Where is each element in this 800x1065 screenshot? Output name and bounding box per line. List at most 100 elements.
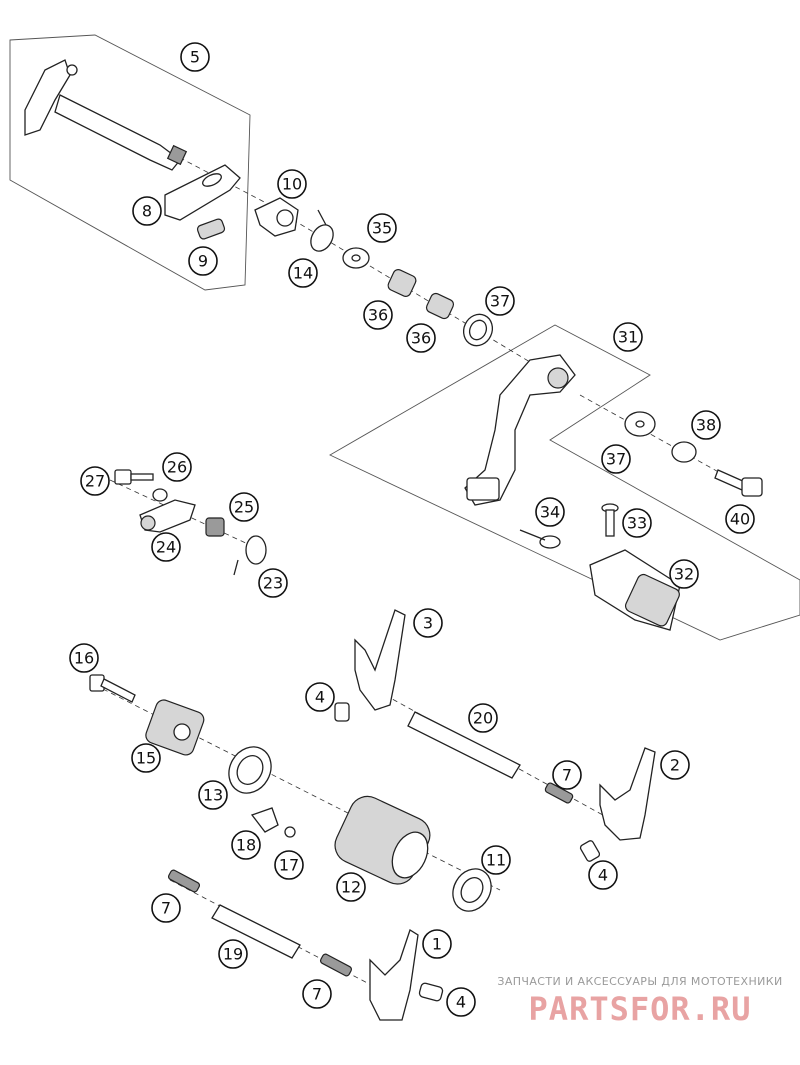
svg-text:1: 1 — [432, 935, 442, 954]
callout-17: 17 — [274, 850, 304, 880]
fork-rod-19-part — [211, 904, 301, 959]
callout-27: 27 — [80, 466, 110, 496]
callout-18: 18 — [231, 830, 261, 860]
svg-text:11: 11 — [486, 851, 506, 870]
callout-1: 1 — [422, 929, 452, 959]
spring-23-part — [233, 535, 267, 576]
watermark-logo: PARTSFOR.RU — [528, 990, 752, 1028]
callout-37: 37 — [485, 286, 515, 316]
callout-39: 38 — [691, 410, 721, 440]
svg-text:38: 38 — [696, 416, 716, 435]
svg-text:20: 20 — [473, 709, 493, 728]
svg-text:24: 24 — [156, 538, 176, 557]
callout-16: 16 — [69, 643, 99, 673]
watermark-caption: ЗАПЧАСТИ И АКСЕССУАРЫ ДЛЯ МОТОТЕХНИКИ — [497, 975, 783, 988]
detent-18-part — [250, 807, 279, 833]
svg-text:33: 33 — [627, 514, 647, 533]
callout-25: 25 — [229, 492, 259, 522]
bushing-25-part — [205, 517, 225, 537]
bolt-27-part — [114, 469, 154, 485]
svg-text:40: 40 — [730, 510, 750, 529]
callout-9: 9 — [188, 246, 218, 276]
callout-8: 8 — [132, 196, 162, 226]
washer-13-part — [228, 746, 272, 794]
callout-7c: 7 — [302, 979, 332, 1009]
callout-33: 33 — [622, 508, 652, 538]
svg-text:3: 3 — [423, 614, 433, 633]
pin-4c-part — [418, 982, 444, 1002]
detent-lever-24-part — [139, 499, 196, 533]
spring-7b-part — [167, 869, 201, 893]
seal-37-part — [462, 313, 494, 347]
shift-shaft-part — [24, 59, 188, 171]
callout-40: 40 — [725, 504, 755, 534]
callout-12: 12 — [336, 872, 366, 902]
group-box-shift-lever — [329, 324, 800, 641]
shift-tip-32-part — [589, 549, 681, 631]
group-box-shift-shaft — [9, 34, 251, 291]
svg-text:4: 4 — [315, 688, 325, 707]
callout-4c: 4 — [446, 987, 476, 1017]
callout-2: 2 — [660, 750, 690, 780]
washer-26-part — [152, 488, 168, 502]
callout-35: 35 — [367, 213, 397, 243]
shift-drum-gear-15-part — [145, 699, 205, 756]
bolt-40-part — [714, 469, 763, 497]
callout-14: 14 — [288, 258, 318, 288]
svg-text:36: 36 — [368, 306, 388, 325]
callout-36a: 36 — [363, 300, 393, 330]
svg-text:9: 9 — [198, 252, 208, 271]
svg-text:26: 26 — [167, 458, 187, 477]
svg-text:16: 16 — [74, 649, 94, 668]
callout-26: 26 — [162, 452, 192, 482]
callout-34: 34 — [535, 497, 565, 527]
svg-text:32: 32 — [674, 565, 694, 584]
svg-text:37: 37 — [490, 292, 510, 311]
svg-text:12: 12 — [341, 878, 361, 897]
svg-text:31: 31 — [618, 328, 638, 347]
svg-text:13: 13 — [203, 786, 223, 805]
washer-38-part — [624, 411, 656, 437]
shift-drum-12-part — [334, 795, 431, 885]
fork-rod-20-part — [407, 711, 521, 779]
bolt-16-part — [89, 674, 136, 703]
svg-text:23: 23 — [263, 574, 283, 593]
svg-text:4: 4 — [598, 866, 608, 885]
shift-lever-part — [464, 354, 576, 506]
callout-38: 37 — [601, 444, 631, 474]
spring-clip-part — [310, 209, 334, 252]
callout-13: 13 — [198, 780, 228, 810]
shift-fork-1-part — [369, 929, 419, 1021]
callout-36b: 36 — [406, 323, 436, 353]
svg-text:7: 7 — [312, 985, 322, 1004]
callout-4b: 4 — [588, 860, 618, 890]
svg-text:27: 27 — [85, 472, 105, 491]
lock-washer-39-part — [671, 441, 697, 463]
svg-text:7: 7 — [161, 899, 171, 918]
svg-text:34: 34 — [540, 503, 560, 522]
svg-text:19: 19 — [223, 945, 243, 964]
callout-15: 15 — [131, 743, 161, 773]
spring-7c-part — [319, 953, 353, 977]
spring-9-part — [196, 218, 226, 240]
callout-11: 11 — [481, 845, 511, 875]
callout-23: 23 — [258, 568, 288, 598]
pin-33-part — [601, 503, 619, 537]
svg-text:2: 2 — [670, 756, 680, 775]
svg-text:7: 7 — [562, 766, 572, 785]
callout-20: 20 — [468, 703, 498, 733]
svg-text:15: 15 — [136, 749, 156, 768]
svg-text:17: 17 — [279, 856, 299, 875]
bushing-36b-part — [425, 292, 455, 320]
callout-32: 32 — [669, 559, 699, 589]
svg-text:35: 35 — [372, 219, 392, 238]
pin-4a-part — [334, 702, 350, 722]
callout-5: 5 — [180, 42, 210, 72]
svg-text:5: 5 — [190, 48, 200, 67]
svg-text:18: 18 — [236, 836, 256, 855]
callout-3: 3 — [413, 608, 443, 638]
pin-4b-part — [579, 840, 601, 862]
shift-fork-3-part — [354, 609, 406, 711]
screw-17-part — [284, 826, 296, 838]
